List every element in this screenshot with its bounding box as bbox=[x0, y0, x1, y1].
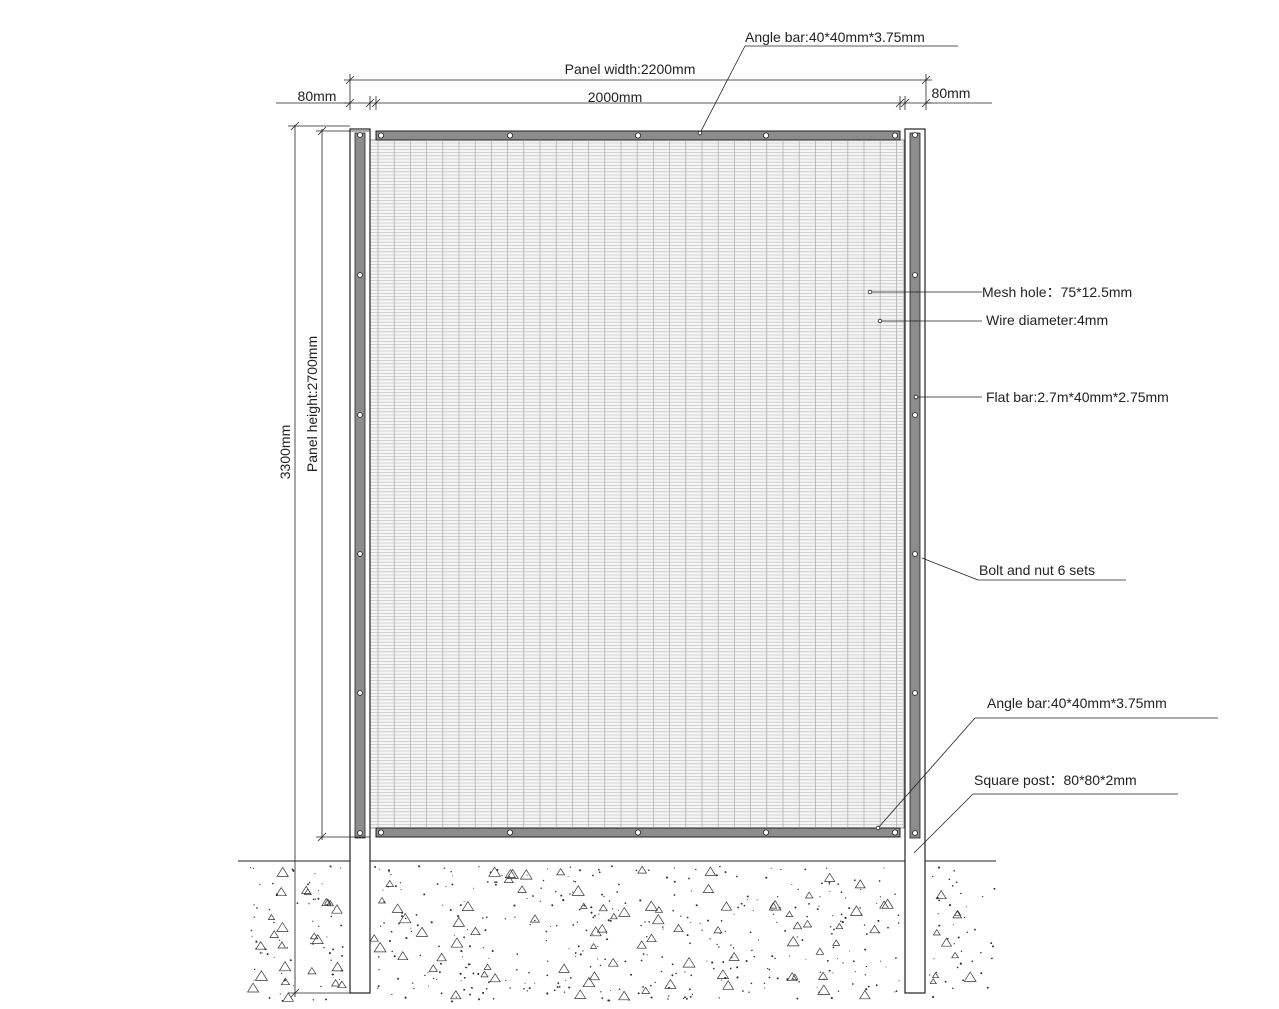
inner-width-label: 2000mm bbox=[588, 89, 642, 105]
mesh-panel bbox=[369, 139, 905, 829]
panel-width-label: Panel width:2200mm bbox=[565, 61, 696, 77]
right-post bbox=[904, 128, 926, 994]
right-flat-bar bbox=[909, 132, 921, 839]
wire-diameter-label: Wire diameter:4mm bbox=[986, 312, 1108, 328]
bolt-nut-label: Bolt and nut 6 sets bbox=[979, 562, 1095, 578]
bolts bbox=[357, 132, 918, 836]
panel-height-label: Panel height:2700mm bbox=[304, 336, 320, 472]
left-post bbox=[349, 128, 371, 994]
ground bbox=[238, 860, 996, 1003]
angle-bar-top-label: Angle bar:40*40mm*3.75mm bbox=[745, 29, 925, 45]
callout-dots bbox=[697, 130, 919, 831]
total-height-label: 3300mm bbox=[277, 425, 293, 479]
left-post-width-label: 80mm bbox=[298, 88, 337, 104]
gravel-texture bbox=[246, 865, 996, 1003]
width-dimensions bbox=[276, 74, 992, 110]
angle-bar-bottom-label: Angle bar:40*40mm*3.75mm bbox=[987, 695, 1167, 711]
right-post-width-label: 80mm bbox=[932, 85, 971, 101]
left-flat-bar bbox=[354, 132, 366, 839]
height-dimensions bbox=[288, 121, 370, 998]
mesh-grid bbox=[370, 141, 904, 827]
square-post-label: Square post：80*80*2mm bbox=[974, 772, 1137, 788]
callout-leaders bbox=[699, 45, 1218, 854]
mesh-hole-label: Mesh hole：75*12.5mm bbox=[982, 284, 1132, 300]
flat-bar-label: Flat bar:2.7m*40mm*2.75mm bbox=[986, 389, 1169, 405]
